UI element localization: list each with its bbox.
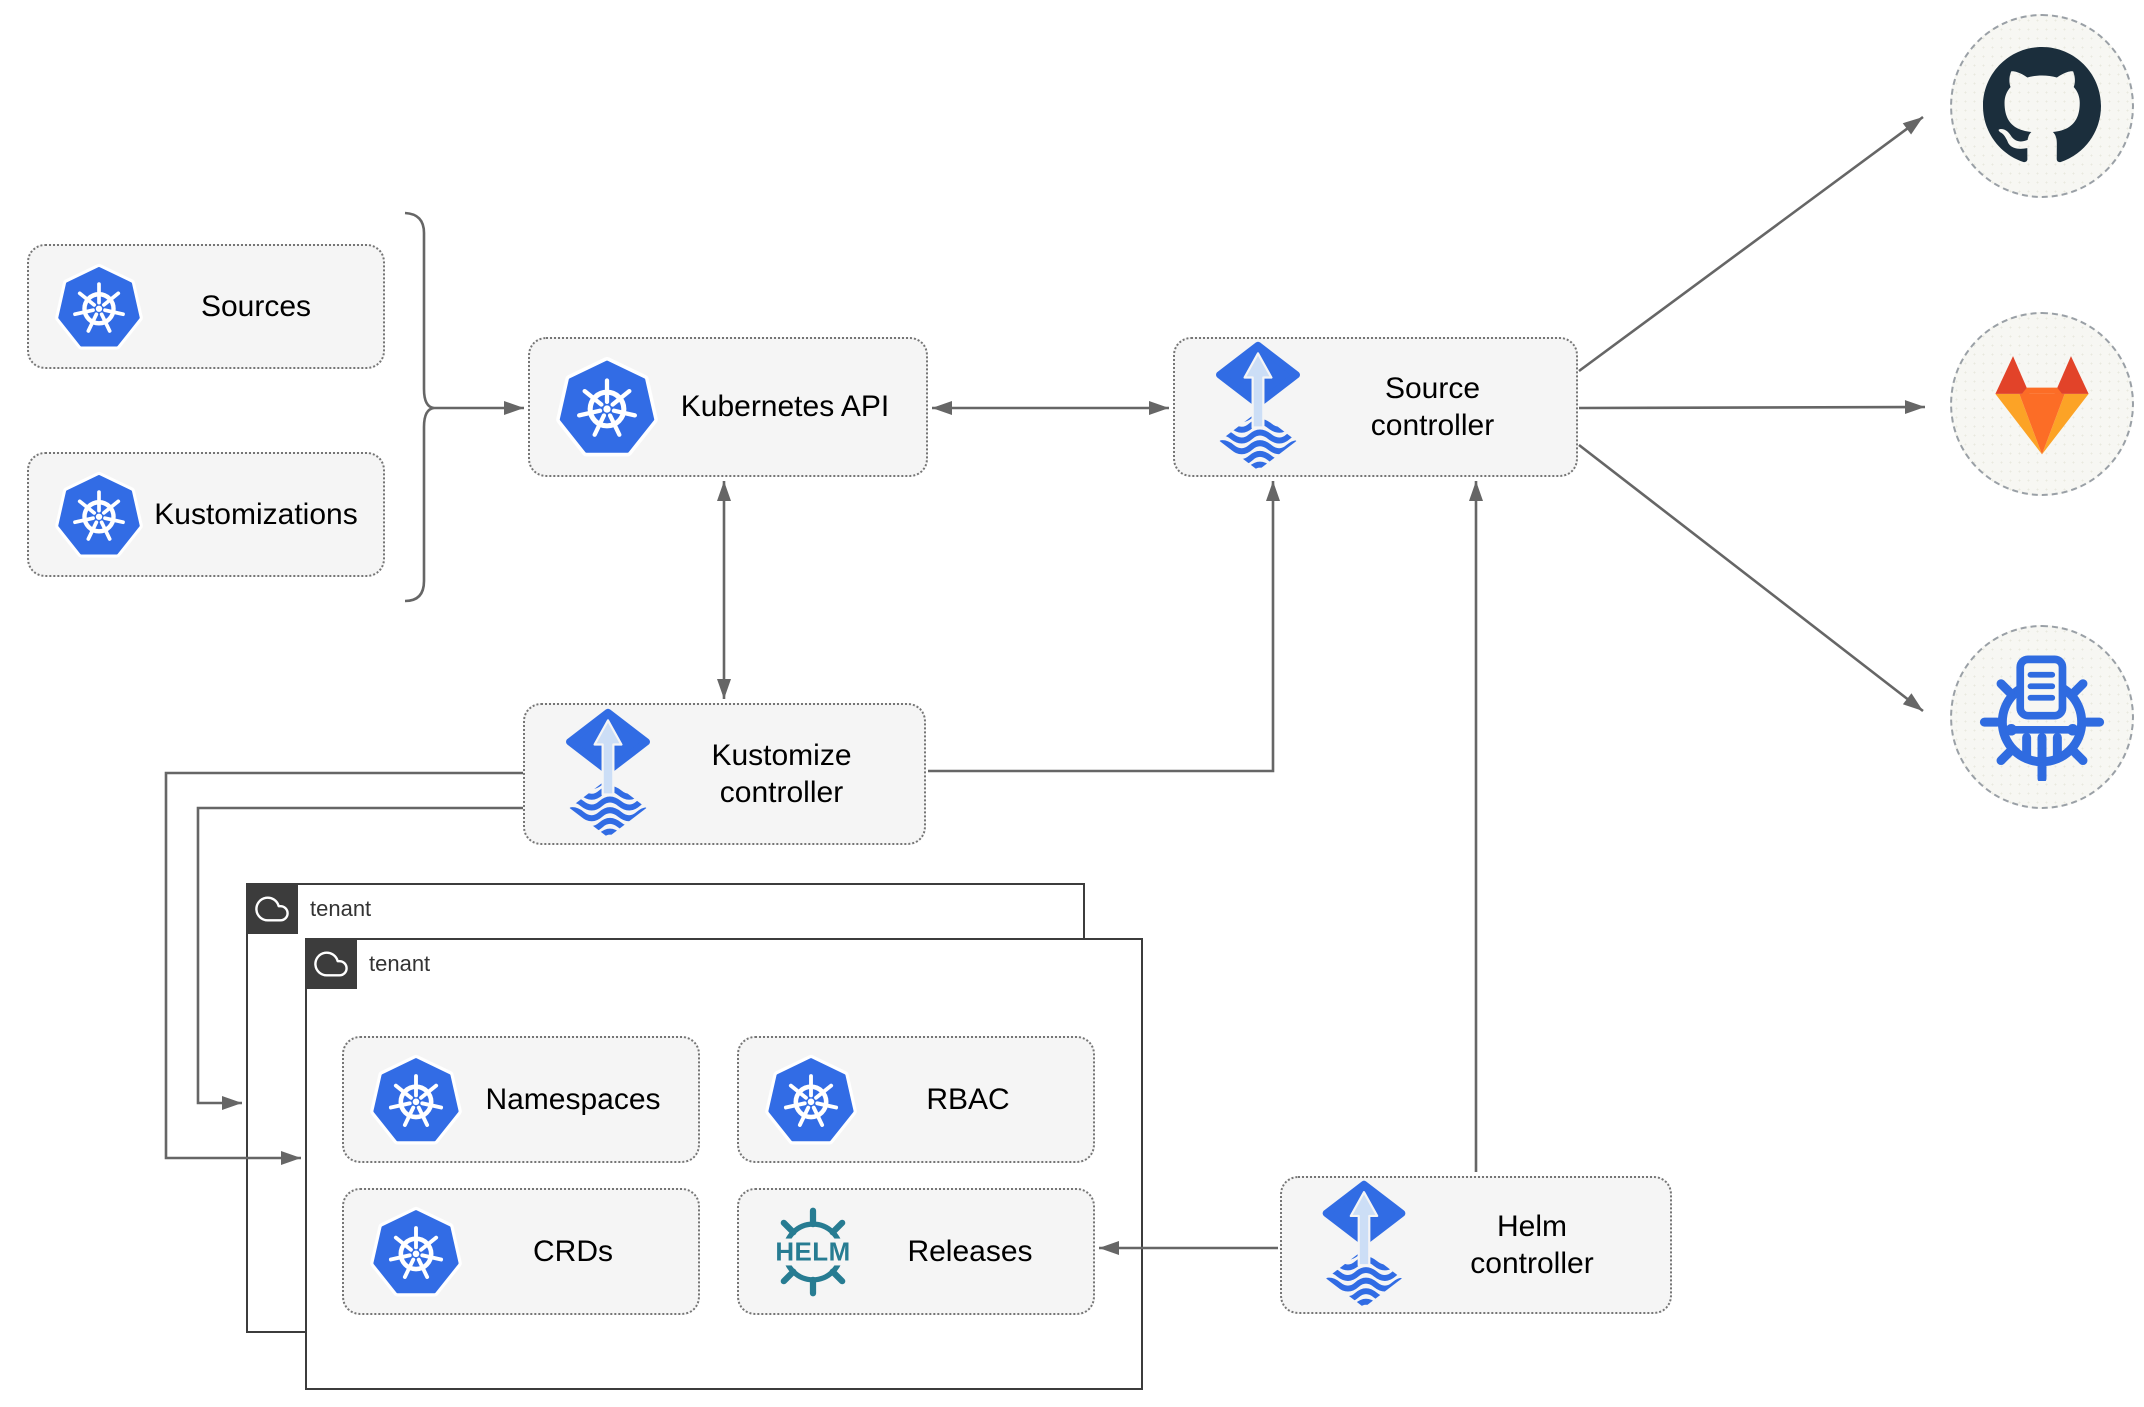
node-label: Sources (200, 289, 312, 323)
repo-github (1950, 14, 2134, 198)
arrow-kustomize-to-tenant-outer (196, 806, 523, 1110)
kubernetes-icon (55, 263, 143, 351)
node-label: Kustomize controller (711, 738, 852, 810)
flux-icon (1213, 340, 1303, 474)
node-kustomize-controller: Kustomize controller (523, 703, 926, 845)
arrow-kustomize-to-tenant-inner (164, 771, 523, 1165)
tenant-label: tenant (369, 950, 431, 976)
arrow-source-to-chartmuseum (1578, 443, 1924, 713)
node-source-controller: Source controller (1173, 337, 1578, 477)
node-label: Helm controller (1470, 1209, 1594, 1281)
arrow-kustomize-to-source-controller (928, 481, 1280, 773)
tenant-tab (305, 938, 357, 989)
node-namespaces: Namespaces (342, 1036, 700, 1163)
helm-icon: HELM (765, 1207, 861, 1296)
repo-gitlab (1950, 312, 2134, 496)
node-label: Kubernetes API (680, 390, 890, 424)
node-label: Releases (907, 1234, 1033, 1268)
repo-chartmuseum (1950, 625, 2134, 809)
node-label: CRDs (533, 1234, 613, 1268)
bracket-sources-group (404, 211, 435, 603)
node-rbac: RBAC (737, 1036, 1095, 1163)
kubernetes-icon (370, 1206, 462, 1298)
node-sources: Sources (27, 244, 385, 369)
node-crds: CRDs (342, 1188, 700, 1315)
kubernetes-icon (370, 1054, 462, 1146)
arrow-source-to-gitlab (1578, 400, 1926, 415)
node-label: Kustomizations (154, 497, 358, 531)
flux-icon (563, 707, 653, 841)
node-releases: HELM Releases (737, 1188, 1095, 1315)
flux-icon (1320, 1179, 1408, 1311)
github-icon (1983, 47, 2101, 163)
node-label: Namespaces (485, 1082, 661, 1116)
node-kubernetes-api: Kubernetes API (528, 337, 928, 477)
node-label: RBAC (926, 1082, 1010, 1116)
kubernetes-icon (765, 1054, 857, 1146)
gitlab-icon (1995, 356, 2089, 455)
node-helm-controller: Helm controller (1280, 1176, 1672, 1314)
node-kustomizations: Kustomizations (27, 452, 385, 577)
kubernetes-icon (556, 356, 658, 458)
tenant-label: tenant (310, 895, 372, 921)
arrow-source-to-github (1578, 115, 1924, 373)
kubernetes-icon (55, 471, 143, 559)
node-label: Source controller (1370, 371, 1495, 443)
helm-wordmark: HELM (775, 1238, 850, 1266)
cloud-icon (314, 951, 348, 977)
tenant-tab (246, 883, 298, 934)
chartmuseum-icon (1979, 655, 2105, 781)
cloud-icon (255, 896, 289, 922)
